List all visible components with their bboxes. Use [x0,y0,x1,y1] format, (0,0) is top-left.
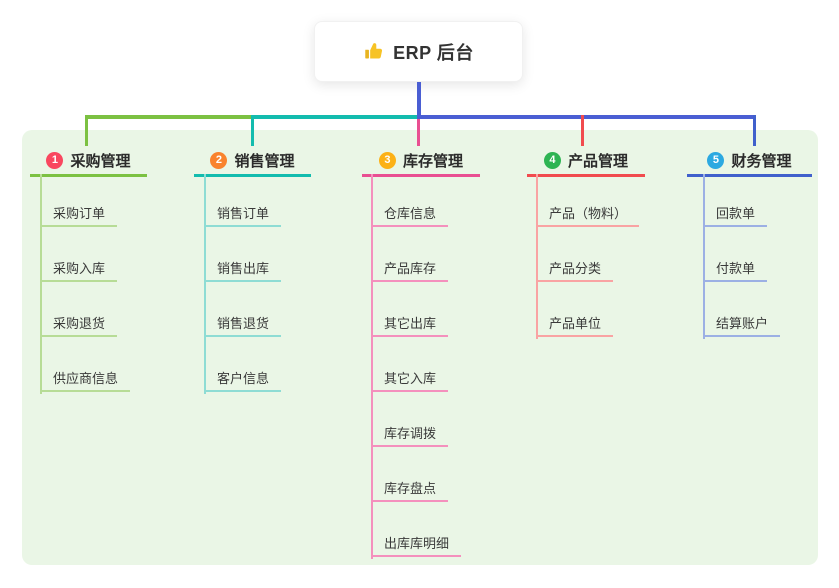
item-label: 仓库信息 [384,206,437,221]
branch-number-badge: 3 [378,151,396,169]
branches-panel [22,130,818,565]
mindmap-item[interactable]: 销售订单 [204,203,282,227]
item-label: 其它入库 [384,371,437,386]
branch-drop-line [251,115,254,146]
item-label: 产品（物料） [549,206,628,221]
item-label: 库存盘点 [384,481,437,496]
mindmap-item[interactable]: 采购退货 [40,313,118,337]
mindmap-item[interactable]: 销售退货 [204,313,282,337]
bus-connector-segment [85,115,251,119]
item-label: 结算账户 [716,316,769,331]
branch-title: 财务管理 [731,152,792,170]
item-label: 采购入库 [53,261,106,276]
branch-header-1[interactable]: 1 采购管理 [30,146,147,177]
root-title: ERP 后台 [393,42,474,63]
item-label: 产品库存 [384,261,437,276]
mindmap-item[interactable]: 产品单位 [536,313,614,337]
mindmap-item[interactable]: 库存盘点 [371,478,449,502]
item-label: 销售订单 [217,206,270,221]
child-connector-line [703,174,705,339]
mindmap-item[interactable]: 采购订单 [40,203,118,227]
bus-connector-segment [251,115,417,119]
item-label: 库存调拨 [384,426,437,441]
item-label: 出库库明细 [384,536,450,551]
item-label: 其它出库 [384,316,437,331]
branch-number-badge: 5 [707,151,725,169]
item-label: 产品单位 [549,316,602,331]
mindmap-item[interactable]: 仓库信息 [371,203,449,227]
branch-header-5[interactable]: 5 财务管理 [687,146,812,177]
item-label: 销售出库 [217,261,270,276]
mindmap-item[interactable]: 其它出库 [371,313,449,337]
mindmap-item[interactable]: 回款单 [703,203,768,227]
branch-drop-line [85,115,88,146]
mindmap-item[interactable]: 付款单 [703,258,768,282]
child-connector-line [204,174,206,394]
child-connector-line [536,174,538,339]
mindmap-item[interactable]: 客户信息 [204,368,282,392]
item-label: 供应商信息 [53,371,119,386]
branch-header-4[interactable]: 4 产品管理 [527,146,645,177]
branch-drop-line [417,119,420,146]
branch-title: 销售管理 [234,152,295,170]
mindmap-item[interactable]: 结算账户 [703,313,781,337]
root-node[interactable]: ERP 后台 [314,21,523,82]
mindmap-item[interactable]: 出库库明细 [371,533,462,557]
thumbs-up-icon [363,41,384,62]
branch-drop-line [753,115,756,146]
branch-title: 采购管理 [70,152,131,170]
item-label: 采购订单 [53,206,106,221]
branch-number-badge: 2 [210,151,228,169]
mindmap-item[interactable]: 库存调拨 [371,423,449,447]
branch-title: 产品管理 [567,152,628,170]
mindmap-item[interactable]: 其它入库 [371,368,449,392]
branch-number-badge: 4 [543,151,561,169]
mindmap-item[interactable]: 供应商信息 [40,368,131,392]
branch-number-badge: 1 [46,151,64,169]
mindmap-item[interactable]: 销售出库 [204,258,282,282]
item-label: 付款单 [716,261,756,276]
mindmap-item[interactable]: 产品（物料） [536,203,640,227]
bus-connector-segment [417,115,756,119]
item-label: 销售退货 [217,316,270,331]
mindmap-item[interactable]: 产品分类 [536,258,614,282]
mindmap-item[interactable]: 采购入库 [40,258,118,282]
root-connector-line [417,82,421,115]
mindmap-item[interactable]: 产品库存 [371,258,449,282]
item-label: 回款单 [716,206,756,221]
item-label: 客户信息 [217,371,270,386]
branch-header-3[interactable]: 3 库存管理 [362,146,480,177]
item-label: 采购退货 [53,316,106,331]
child-connector-line [371,174,373,559]
item-label: 产品分类 [549,261,602,276]
branch-header-2[interactable]: 2 销售管理 [194,146,311,177]
child-connector-line [40,174,42,394]
branch-drop-line [581,115,584,146]
branch-title: 库存管理 [402,152,463,170]
